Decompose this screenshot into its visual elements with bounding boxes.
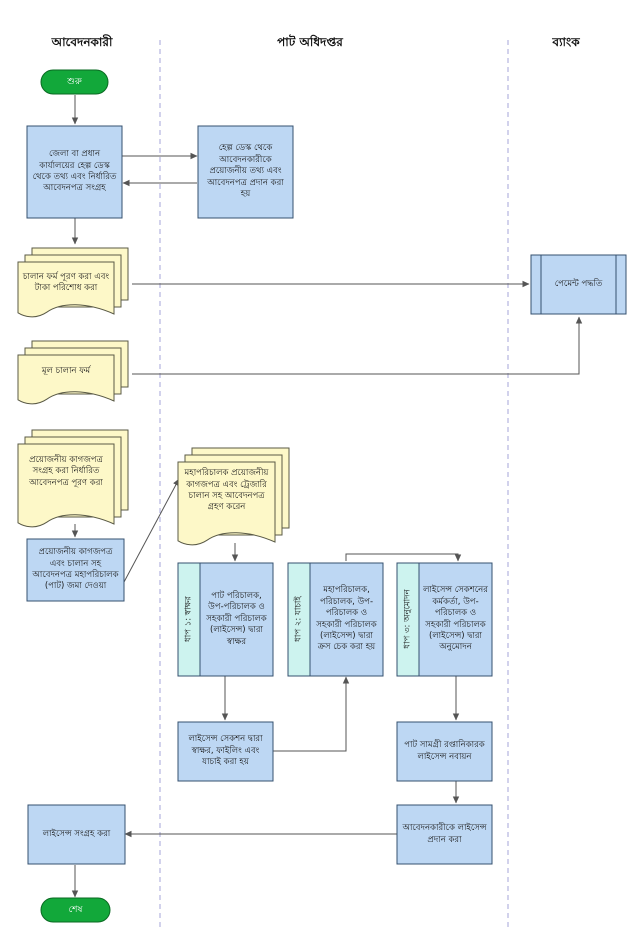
- start-terminal: শুরু: [67, 76, 82, 87]
- end-terminal: শেষ: [68, 904, 83, 915]
- submit-shape: [26, 538, 125, 602]
- step3-label-strip: [396, 562, 420, 677]
- document-shapes: [17, 247, 290, 546]
- step1-label: ধাপ ১: স্বাক্ষর: [183, 596, 194, 642]
- step2-label-strip: [287, 562, 311, 677]
- original-challan-node: মূল চালান ফর্ম: [41, 366, 91, 377]
- original-challan-sheet-1: [17, 354, 115, 405]
- license-section-shape: [177, 721, 274, 782]
- end-terminal-shape: [40, 897, 111, 923]
- collect-form-shape: [26, 125, 123, 219]
- gather-docs-node: প্রয়োজনীয় কাগজপত্র সংগ্রহ করা নির্ধারি…: [29, 454, 103, 488]
- edge-submit-to-dg: [123, 478, 180, 583]
- start-terminal-shape: [40, 69, 109, 95]
- collect-license-shape: [27, 804, 126, 865]
- license-section-node: লাইসেন্স সেকশন দ্বারা স্বাক্ষর, ফাইলিং এ…: [188, 734, 263, 768]
- dg-receive-sheet-1: [177, 461, 276, 546]
- payment-node: পেমেন্ট পদ্ধতি: [554, 278, 603, 289]
- lane-title-bank: ব্যাংক: [552, 35, 580, 49]
- export-license-node: পাট সামগ্রী রপ্তানিকারক লাইসেন্স নবায়ন: [404, 740, 485, 762]
- gather-docs-sheet-1: [17, 443, 115, 528]
- lane-title-applicant: আবেদনকারী: [51, 35, 113, 49]
- provide-license-node: আবেদনকারীকে লাইসেন্স প্রদান করা: [402, 823, 487, 845]
- collect-license-node: লাইসেন্স সংগ্রহ করা: [42, 828, 111, 839]
- connectors: [71, 95, 583, 898]
- lane-title-jute-department: পাট অধিদপ্তর: [277, 35, 343, 49]
- collect-form-node: জেলা বা প্রধান কার্যালয়ের হেল্প ডেস্ক থ…: [32, 149, 117, 194]
- help-desk-node: হেল্প ডেস্ক থেকে আবেদনকারীকে প্রয়োজনীয়…: [207, 143, 284, 200]
- edge-original-challan-to-payment: [132, 316, 583, 375]
- edge-license-section-to-step2: [273, 676, 350, 752]
- submit-node: প্রয়োজনীয় কাগজপত্র এবং চালান সহ আবেদনপ…: [32, 547, 119, 592]
- step3-label: ধাপ ৩: অনুমোদন: [402, 589, 413, 649]
- step2-label: ধাপ ২: যাচাই: [293, 596, 304, 642]
- dg-receive-node: মহাপরিচালক প্রয়োজনীয় কাগজপত্র এবং ট্রে…: [184, 468, 269, 513]
- challan-fill-node: চালান ফর্ম পূরণ করা এবং টাকা পরিশোধ করা: [22, 271, 110, 293]
- step1-node: পাট পরিচালক, উপ-পরিচালক ও সহকারী পরিচালক…: [206, 590, 267, 647]
- export-license-shape: [396, 721, 493, 782]
- provide-license-shape: [396, 804, 493, 865]
- challan-fill-sheet-1: [17, 261, 115, 318]
- help-desk-shape: [197, 125, 294, 219]
- step1-label-strip: [177, 562, 201, 677]
- edge-step2-to-step3: [345, 553, 462, 562]
- payment-shape: [530, 254, 627, 315]
- step2-node: মহাপরিচালক, পরিচালক, উপ-পরিচালক ও সহকারী…: [316, 585, 377, 653]
- step3-node: লাইসেন্স সেকশনের কর্মকর্তা, উপ-পরিচালক ও…: [423, 585, 488, 653]
